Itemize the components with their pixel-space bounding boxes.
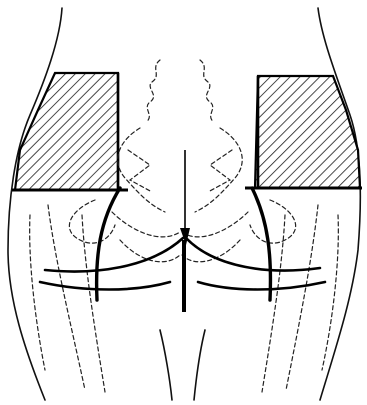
lumbar-spine-outline [146,60,214,122]
left-hatched-region [15,73,118,190]
right-hatched-region [255,76,360,188]
midline [180,150,190,312]
body-contour [8,8,360,400]
